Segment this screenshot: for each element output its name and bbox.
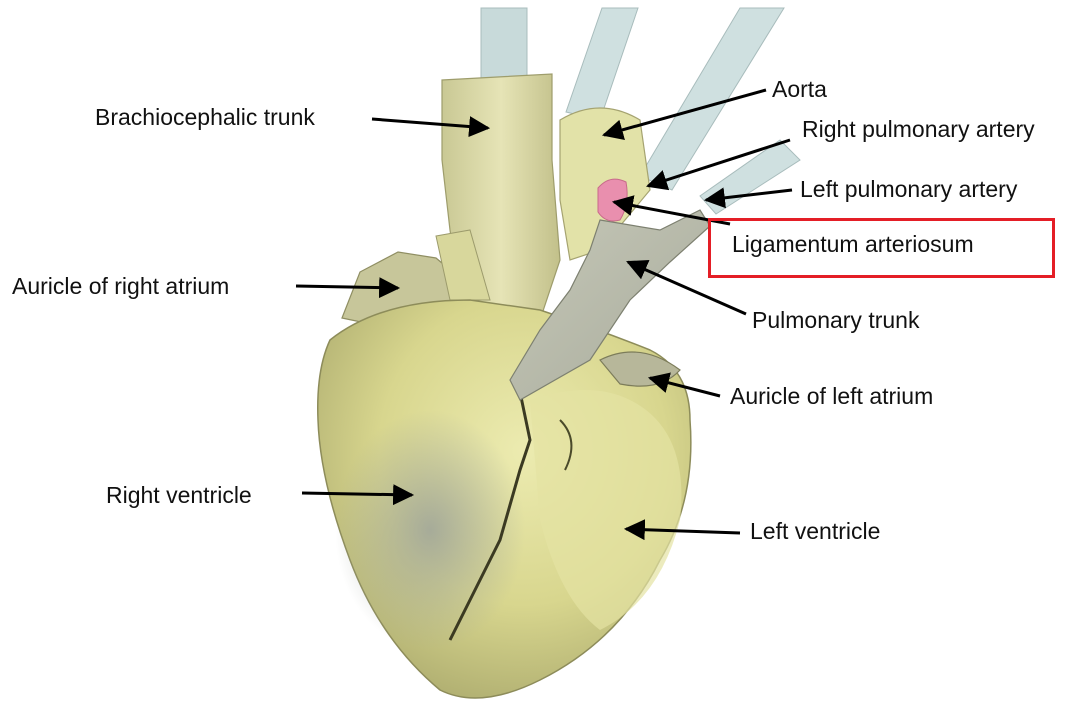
- label-pulmonary-trunk: Pulmonary trunk: [752, 307, 919, 333]
- arrow-auricle-right-atrium: [296, 286, 398, 288]
- label-left-ventricle: Left ventricle: [750, 518, 880, 544]
- label-brachiocephalic-trunk: Brachiocephalic trunk: [95, 104, 315, 130]
- label-aorta: Aorta: [772, 76, 827, 102]
- right-ventricle-shading: [335, 410, 525, 650]
- arrow-right-ventricle: [302, 493, 412, 495]
- ligamentum-arteriosum-shape: [598, 179, 627, 221]
- label-right-ventricle: Right ventricle: [106, 482, 252, 508]
- label-right-pulmonary-artery: Right pulmonary artery: [802, 116, 1035, 142]
- label-auricle-of-left-atrium: Auricle of left atrium: [730, 383, 933, 409]
- label-ligamentum-arteriosum: Ligamentum arteriosum: [732, 231, 974, 257]
- label-left-pulmonary-artery: Left pulmonary artery: [800, 176, 1017, 202]
- label-auricle-of-right-atrium: Auricle of right atrium: [12, 273, 229, 299]
